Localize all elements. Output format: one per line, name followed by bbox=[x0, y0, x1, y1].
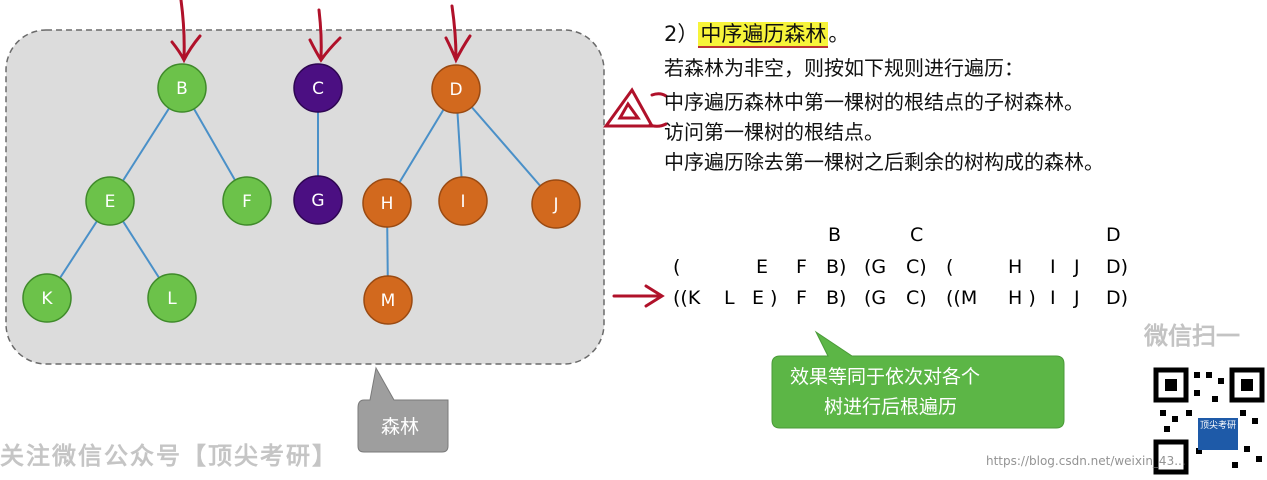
section-title: 2）中序遍历森林。 bbox=[664, 22, 850, 48]
seq-row1-item: ( bbox=[673, 256, 681, 278]
seq-row0-b: B bbox=[828, 224, 842, 246]
seq-row1-item: ( bbox=[946, 256, 954, 278]
node-m: M bbox=[363, 275, 413, 325]
seq-row1-item: D) bbox=[1106, 256, 1129, 278]
green-callout-line1: 效果等同于依次对各个 bbox=[790, 366, 981, 388]
svg-text:L: L bbox=[167, 289, 177, 309]
watermark-url: https://blog.csdn.net/weixin_43... bbox=[986, 454, 1186, 468]
svg-text:B: B bbox=[176, 79, 188, 99]
seq-row2-item: L bbox=[724, 287, 735, 309]
svg-text:G: G bbox=[311, 191, 324, 211]
ink-arrow-c-icon bbox=[308, 8, 342, 63]
qr-badge: 顶尖考研 bbox=[1200, 421, 1237, 431]
ink-arrow-b-icon bbox=[170, 0, 202, 64]
node-e: E bbox=[85, 176, 135, 226]
svg-text:J: J bbox=[552, 195, 558, 215]
node-k: K bbox=[22, 273, 72, 323]
watermark-left: 关注微信公众号【顶尖考研】 bbox=[0, 442, 338, 470]
svg-text:E: E bbox=[105, 192, 116, 212]
seq-row2-item: D) bbox=[1106, 287, 1129, 309]
rules-intro: 若森林为非空，则按如下规则进行遍历： bbox=[664, 56, 1024, 80]
svg-text:F: F bbox=[242, 192, 252, 212]
node-g: G bbox=[293, 175, 343, 225]
node-f: F bbox=[222, 176, 272, 226]
svg-text:H: H bbox=[381, 194, 394, 214]
rule-2: 访问第一棵树的根结点。 bbox=[664, 120, 884, 144]
rule-3: 中序遍历除去第一棵树之后剩余的树构成的森林。 bbox=[664, 150, 1104, 174]
seq-row1-item: C) bbox=[906, 256, 927, 278]
seq-row2-item: C) bbox=[906, 287, 927, 309]
ink-arrow-d-icon bbox=[444, 4, 472, 64]
seq-row2-item: B) bbox=[826, 287, 847, 309]
seq-row1-item: B) bbox=[826, 256, 847, 278]
qr-code bbox=[1150, 364, 1267, 480]
green-callout-shape bbox=[771, 330, 1065, 429]
ink-arrow-sequence-icon bbox=[612, 284, 665, 308]
seq-row2-item: H ) bbox=[1008, 287, 1036, 309]
node-l: L bbox=[147, 273, 197, 323]
seq-row2-item: I bbox=[1050, 287, 1056, 309]
svg-text:I: I bbox=[460, 192, 465, 212]
seq-row2-item: ((M bbox=[946, 287, 978, 309]
seq-row1-item: I bbox=[1050, 256, 1056, 278]
rule-1: 中序遍历森林中第一棵树的根结点的子树森林。 bbox=[664, 90, 1084, 114]
node-i: I bbox=[438, 176, 488, 226]
forest-callout-shape bbox=[357, 366, 449, 453]
svg-text:M: M bbox=[381, 291, 396, 311]
seq-row2-item: ((K bbox=[673, 287, 701, 309]
seq-row1-item: (G bbox=[864, 256, 887, 278]
seq-row1-item: J bbox=[1074, 256, 1080, 278]
node-b: B bbox=[157, 63, 207, 113]
svg-text:D: D bbox=[449, 80, 462, 100]
seq-row0-d: D bbox=[1106, 224, 1121, 246]
green-callout-line2: 树进行后根遍历 bbox=[824, 396, 958, 418]
seq-row2-item: J bbox=[1074, 287, 1080, 309]
seq-row1-item: H bbox=[1008, 256, 1023, 278]
watermark-right: 微信扫一 bbox=[1144, 322, 1240, 350]
ink-triangle-icon bbox=[603, 87, 655, 128]
seq-row2-item: (G bbox=[864, 287, 887, 309]
seq-row2-item: E ) bbox=[752, 287, 778, 309]
svg-text:K: K bbox=[41, 289, 53, 309]
node-d: D bbox=[431, 64, 481, 114]
node-c: C bbox=[293, 63, 343, 113]
ink-bracket-icon bbox=[648, 92, 668, 128]
svg-text:C: C bbox=[312, 79, 324, 99]
seq-row1-item: F bbox=[796, 256, 807, 278]
forest-callout-label: 森林 bbox=[381, 416, 420, 438]
title-highlight: 中序遍历森林 bbox=[698, 22, 829, 48]
seq-row2-item: F bbox=[796, 287, 807, 309]
seq-row1-item: E bbox=[756, 256, 769, 278]
node-h: H bbox=[362, 178, 412, 228]
seq-row0-c: C bbox=[910, 224, 924, 246]
edge-d-j bbox=[455, 88, 557, 205]
node-j: J bbox=[531, 179, 581, 229]
